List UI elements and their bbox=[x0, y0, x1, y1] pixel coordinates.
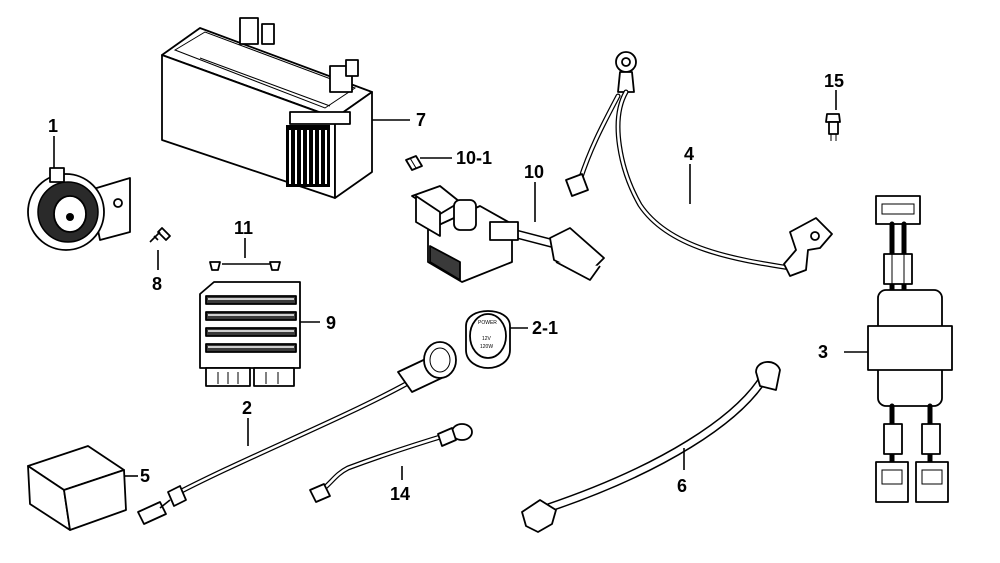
label-5: 5 bbox=[140, 466, 150, 486]
leader-lines bbox=[53, 90, 868, 480]
label-4: 4 bbox=[684, 144, 694, 164]
fuse bbox=[405, 155, 423, 171]
label-8: 8 bbox=[152, 274, 162, 294]
box-unit bbox=[27, 445, 127, 531]
label-2-1: 2-1 bbox=[532, 318, 558, 338]
mounting-screws bbox=[209, 261, 281, 271]
socket-power-text: POWER bbox=[478, 320, 497, 326]
regulator-rectifier bbox=[199, 281, 301, 387]
label-10-1: 10-1 bbox=[456, 148, 492, 168]
horn bbox=[27, 167, 171, 251]
battery bbox=[161, 17, 373, 199]
socket-watt-text: 120W bbox=[480, 344, 493, 350]
small-bulb bbox=[825, 113, 841, 141]
label-7: 7 bbox=[416, 110, 426, 130]
label-1: 1 bbox=[48, 116, 58, 136]
ground-wire-harness bbox=[565, 51, 833, 277]
label-9: 9 bbox=[326, 313, 336, 333]
control-module bbox=[867, 195, 953, 503]
socket-volt-text: 12V bbox=[482, 336, 492, 342]
label-11: 11 bbox=[234, 218, 253, 238]
bulb-socket-wire bbox=[309, 423, 473, 503]
battery-cable bbox=[521, 361, 781, 533]
label-6: 6 bbox=[677, 476, 687, 496]
label-10: 10 bbox=[524, 162, 544, 182]
relay-starter bbox=[411, 185, 605, 283]
label-14: 14 bbox=[390, 484, 410, 504]
label-15: 15 bbox=[824, 71, 844, 91]
power-socket-cable bbox=[137, 341, 457, 525]
label-2: 2 bbox=[242, 398, 252, 418]
power-socket-cap: POWER 12V 120W bbox=[465, 310, 511, 369]
label-3: 3 bbox=[818, 342, 828, 362]
